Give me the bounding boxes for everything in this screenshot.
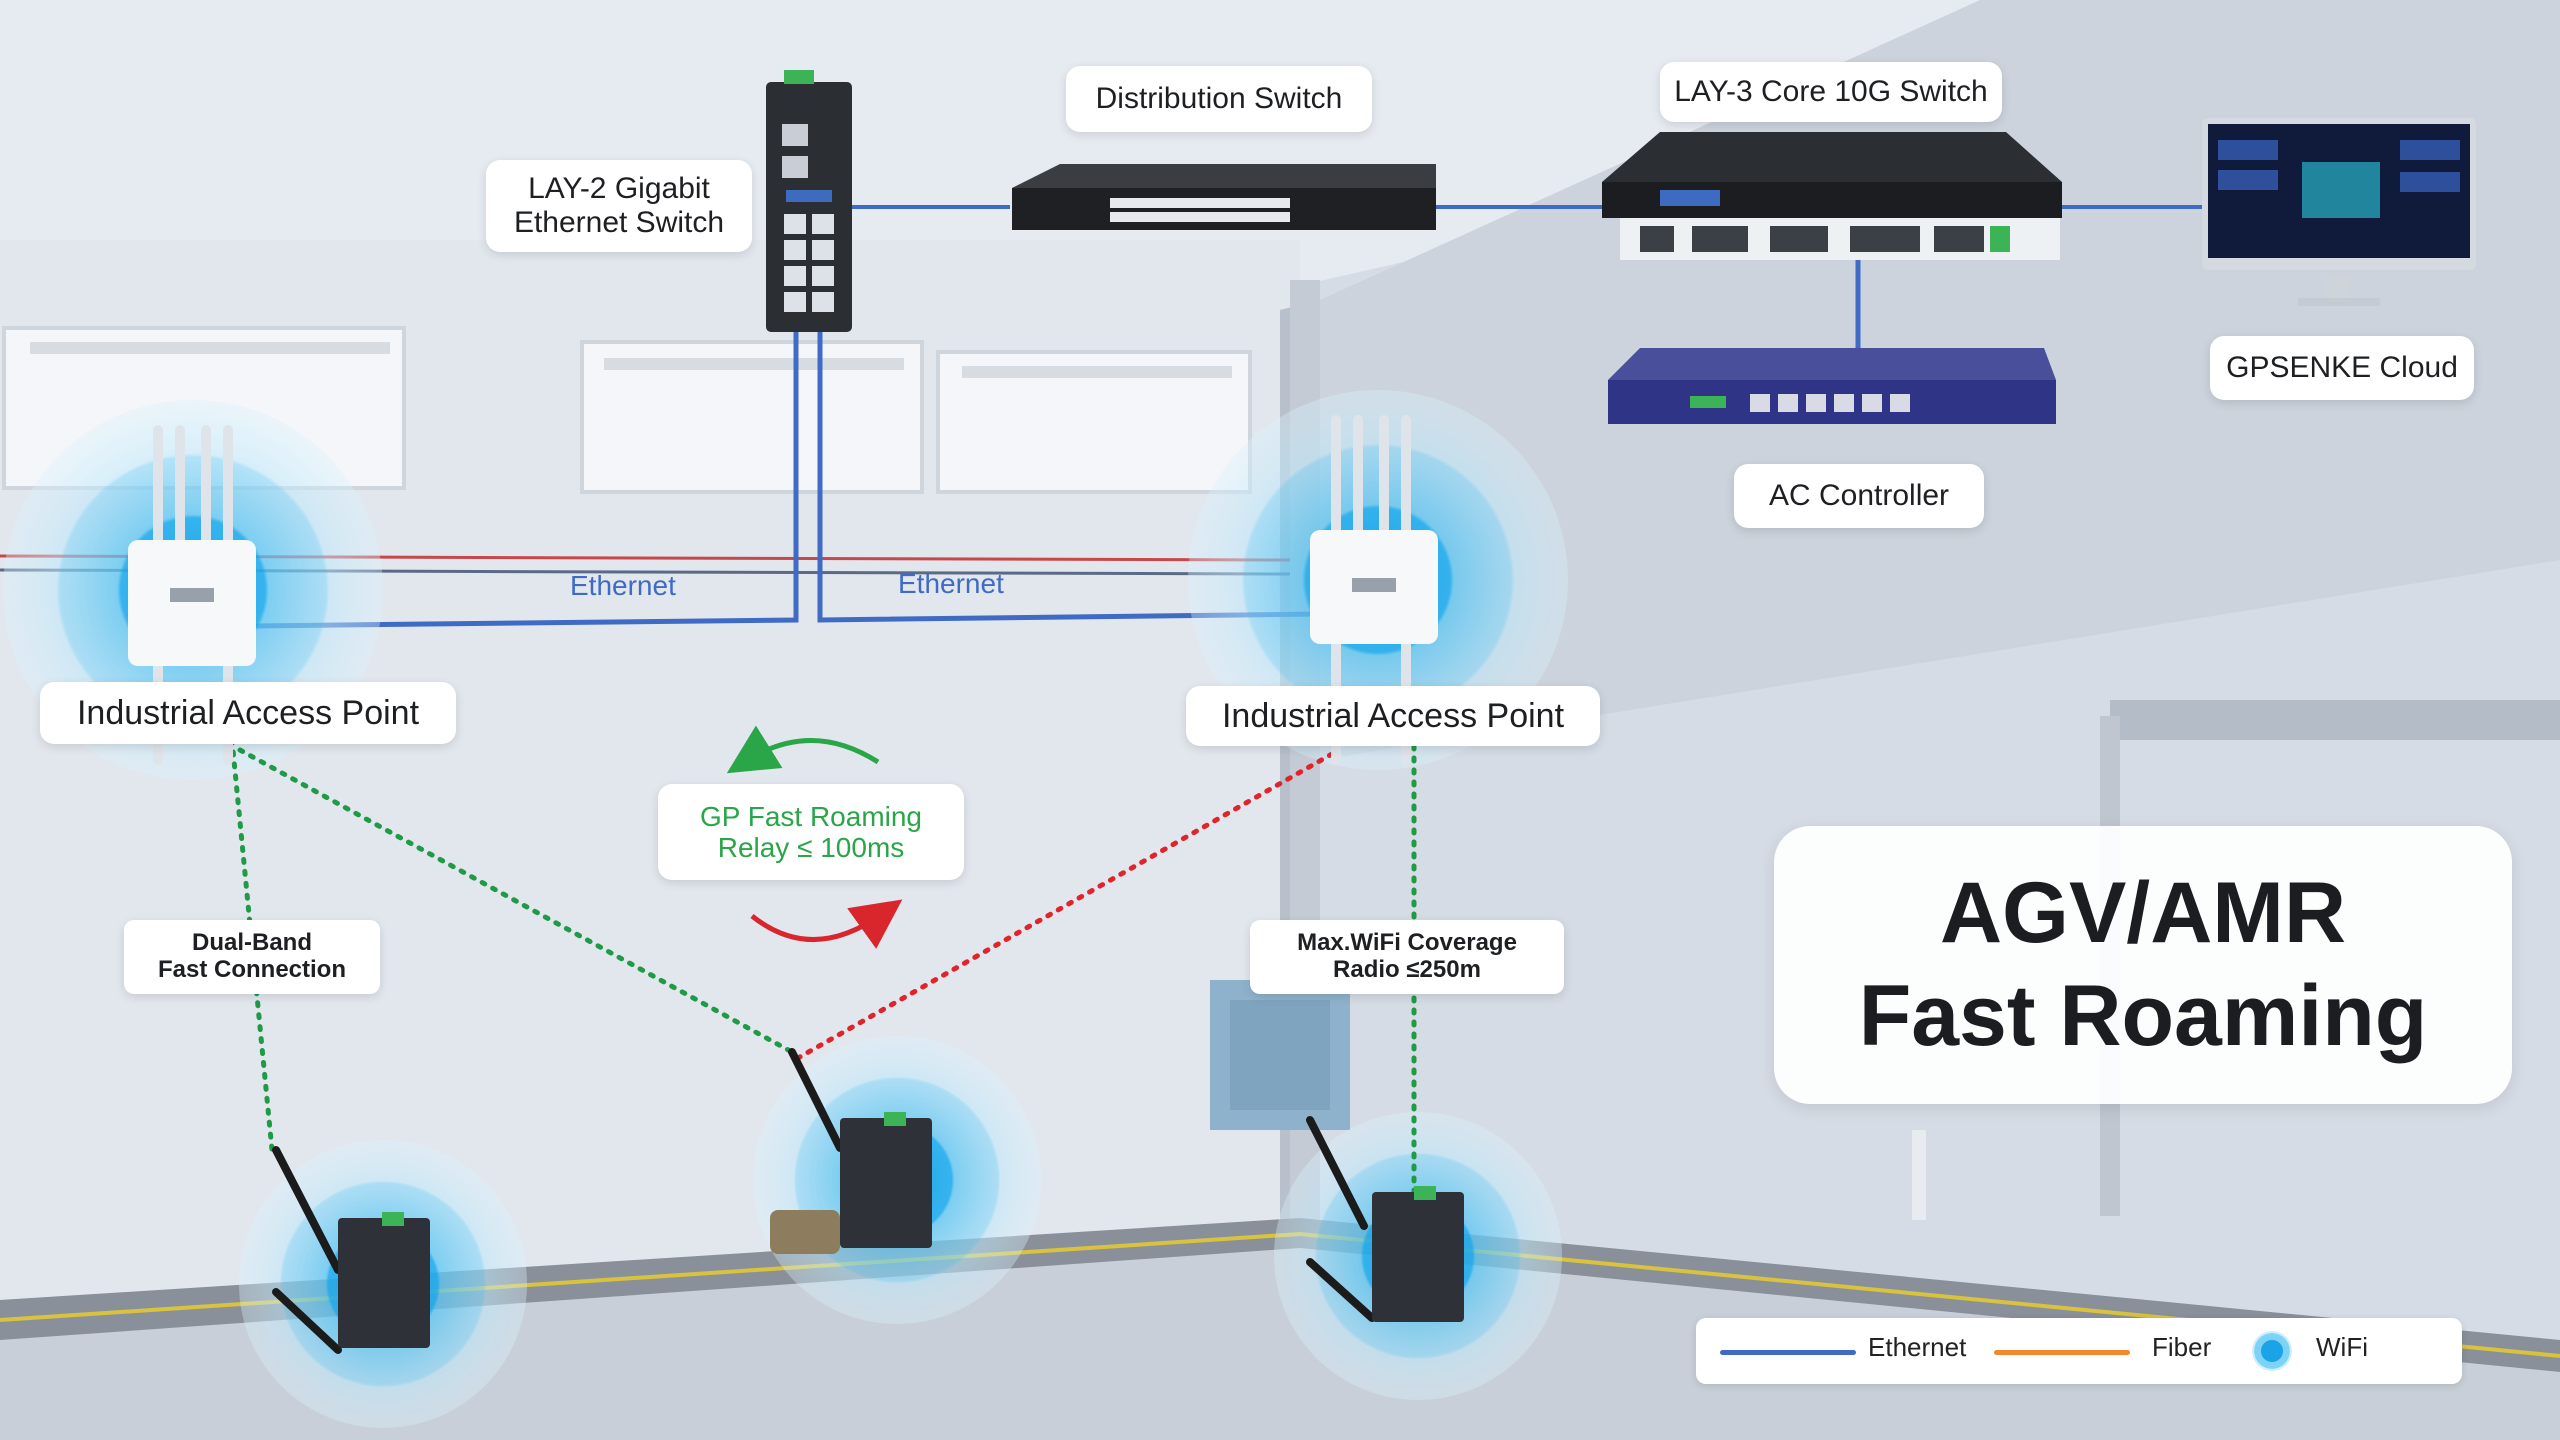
ethernet-link-label-right: Ethernet [898, 568, 1004, 599]
dual-band-callout: Dual-Band Fast Connection [124, 920, 380, 994]
l2-switch-label: LAY-2 Gigabit Ethernet Switch [486, 160, 752, 252]
access-point-left-label: Industrial Access Point [40, 682, 456, 744]
wifi-coverage-callout: Max.WiFi Coverage Radio ≤250m [1250, 920, 1564, 994]
distribution-switch-device [1012, 164, 1436, 230]
title-panel: AGV/AMR Fast Roaming [1774, 826, 2512, 1104]
legend: Ethernet Fiber WiFi [1696, 1318, 2462, 1384]
agv-client-left [272, 1146, 430, 1354]
title-line-2: Fast Roaming [1858, 968, 2428, 1064]
legend-fiber-swatch [1994, 1350, 2130, 1355]
ac-controller-label: AC Controller [1734, 464, 1984, 528]
l2-switch-device [766, 70, 852, 332]
legend-ethernet-label: Ethernet [1868, 1332, 1967, 1362]
cloud-monitor-device [2202, 118, 2476, 306]
access-point-right-label: Industrial Access Point [1186, 686, 1600, 746]
core-switch-device [1602, 132, 2062, 260]
core-switch-label: LAY-3 Core 10G Switch [1660, 62, 2002, 122]
ac-controller-device [1608, 348, 2056, 424]
legend-fiber-label: Fiber [2152, 1332, 2212, 1362]
distribution-switch-label: Distribution Switch [1066, 66, 1372, 132]
agv-client-middle [770, 1048, 932, 1254]
legend-wifi-label: WiFi [2316, 1332, 2368, 1362]
roaming-arrows [726, 725, 903, 949]
fast-roaming-callout: GP Fast Roaming Relay ≤ 100ms [658, 784, 964, 880]
wifi-icon [2252, 1331, 2292, 1371]
cloud-label: GPSENKE Cloud [2210, 336, 2474, 400]
legend-ethernet-swatch [1720, 1350, 1856, 1355]
title-line-1: AGV/AMR [1939, 864, 2347, 961]
ethernet-link-label-left: Ethernet [570, 570, 676, 601]
agv-client-right [1306, 1116, 1464, 1322]
